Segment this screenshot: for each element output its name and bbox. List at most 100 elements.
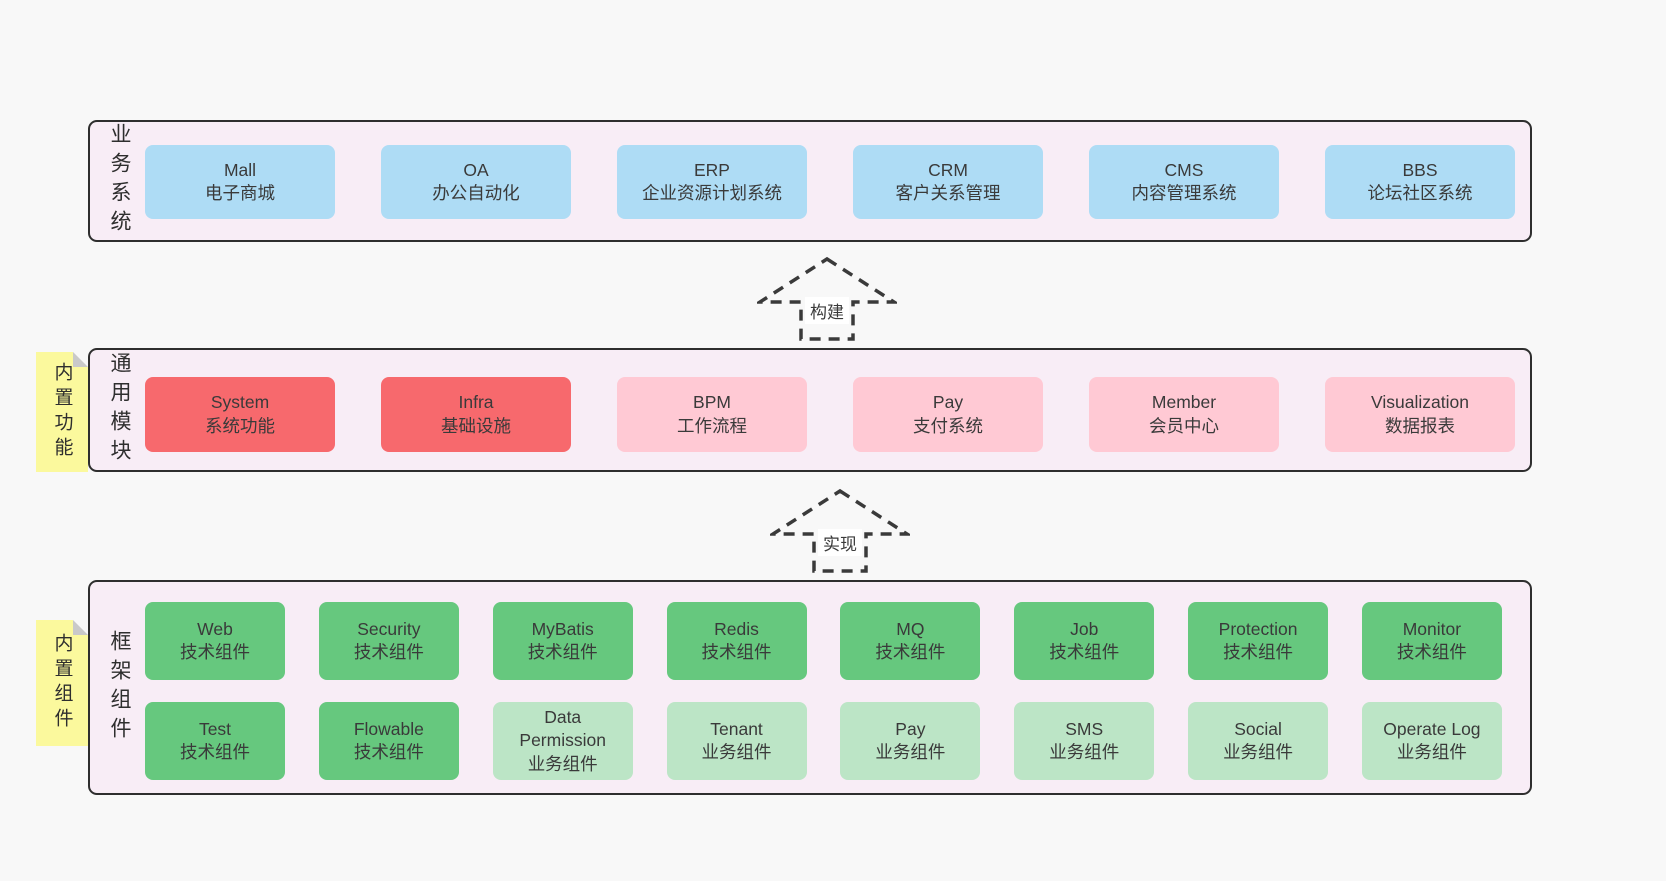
box-security: Security 技术组件 (318, 602, 459, 680)
sticky-note-label: 内置功能 (51, 362, 73, 462)
box-desc: 技术组件 (353, 742, 424, 762)
box-name: Pay (895, 718, 926, 739)
box-desc: 数据报表 (1385, 415, 1455, 436)
box-name: Protection (1218, 618, 1298, 639)
band-framework-label: 框架组件 (108, 629, 131, 746)
box-name: Redis (714, 618, 759, 639)
box-mq: MQ 技术组件 (840, 602, 981, 680)
box-desc: 业务组件 (701, 742, 772, 762)
box-sms: SMS 业务组件 (1014, 702, 1155, 780)
box-mybatis: MyBatis 技术组件 (492, 602, 633, 680)
up-arrow-icon (757, 256, 897, 341)
box-social: Social 业务组件 (1188, 702, 1329, 780)
box-name: OA (463, 159, 489, 180)
box-desc: 工作流程 (677, 415, 747, 436)
box-mall: Mall 电子商城 (145, 145, 335, 219)
box-name: BPM (693, 392, 731, 413)
box-erp: ERP 企业资源计划系统 (617, 145, 807, 219)
box-operate-log: Operate Log 业务组件 (1361, 702, 1502, 780)
box-name: Visualization (1371, 392, 1469, 413)
box-data-permission: Data Permission 业务组件 (492, 702, 633, 780)
box-web: Web 技术组件 (145, 602, 285, 680)
box-name: Flowable (353, 718, 424, 739)
box-system: System 系统功能 (145, 377, 335, 452)
box-name: Infra (458, 392, 494, 413)
box-desc: 业务组件 (527, 753, 598, 774)
up-arrow-implement: 实现 (770, 488, 910, 574)
box-desc: 技术组件 (180, 742, 250, 762)
box-desc: 基础设施 (441, 415, 511, 436)
box-name: Pay (932, 392, 964, 413)
sticky-note-builtin-features: 内置功能 (36, 352, 88, 472)
box-desc: 内容管理系统 (1131, 183, 1237, 203)
box-job: Job 技术组件 (1014, 602, 1155, 680)
framework-box-row-1: Web 技术组件 Security 技术组件 MyBatis 技术组件 Redi… (145, 602, 1502, 680)
framework-box-row-2: Test 技术组件 Flowable 技术组件 Data Permission … (145, 702, 1502, 780)
box-desc: 业务组件 (875, 742, 946, 762)
box-name: Test (198, 718, 232, 739)
band-business-systems: 业务系统 Mall 电子商城 OA 办公自动化 ERP 企业资源计划系统 CRM… (88, 120, 1532, 242)
box-bbs: BBS 论坛社区系统 (1325, 145, 1515, 219)
business-box-row: Mall 电子商城 OA 办公自动化 ERP 企业资源计划系统 CRM 客户关系… (145, 145, 1515, 219)
box-pay-module: Pay 支付系统 (853, 377, 1043, 452)
band-modules-label: 通用模块 (108, 352, 131, 468)
up-arrow-icon (770, 488, 910, 573)
box-oa: OA 办公自动化 (381, 145, 571, 219)
box-desc: 支付系统 (913, 415, 983, 436)
box-name: CMS (1164, 159, 1204, 180)
box-desc: 业务组件 (1396, 742, 1467, 762)
box-name: ERP (694, 159, 730, 180)
up-arrow-build: 构建 (757, 256, 897, 342)
box-infra: Infra 基础设施 (381, 377, 571, 452)
box-name: Social (1234, 718, 1282, 739)
box-desc: 企业资源计划系统 (642, 183, 782, 203)
box-desc: 技术组件 (701, 642, 772, 662)
box-desc: 电子商城 (205, 183, 275, 203)
box-cms: CMS 内容管理系统 (1089, 145, 1279, 219)
box-tenant: Tenant 业务组件 (666, 702, 807, 780)
box-desc: 业务组件 (1049, 742, 1120, 762)
box-bpm: BPM 工作流程 (617, 377, 807, 452)
box-pay-component: Pay 业务组件 (840, 702, 981, 780)
box-name: BBS (1402, 159, 1438, 180)
box-desc: 客户关系管理 (895, 183, 1001, 203)
box-name: MQ (896, 618, 925, 639)
box-name: Monitor (1402, 618, 1462, 639)
sticky-note-builtin-components: 内置组件 (36, 620, 88, 746)
box-name: Job (1070, 618, 1099, 639)
box-crm: CRM 客户关系管理 (853, 145, 1043, 219)
band-framework-components: 框架组件 Web 技术组件 Security 技术组件 MyBatis 技术组件… (88, 580, 1532, 795)
box-name: Data Permission (519, 707, 606, 751)
modules-box-row: System 系统功能 Infra 基础设施 BPM 工作流程 Pay 支付系统… (145, 377, 1515, 452)
arrow-implement-label: 实现 (818, 529, 862, 556)
box-desc: 技术组件 (1223, 642, 1294, 662)
box-name: Operate Log (1383, 718, 1481, 739)
arrow-build-label: 构建 (805, 297, 849, 324)
box-desc: 会员中心 (1149, 415, 1219, 436)
box-desc: 技术组件 (875, 642, 946, 662)
box-name: Mall (223, 159, 257, 180)
sticky-note-label: 内置组件 (51, 633, 73, 733)
box-test: Test 技术组件 (145, 702, 285, 780)
box-name: Web (197, 618, 233, 639)
box-desc: 论坛社区系统 (1367, 183, 1473, 203)
box-desc: 系统功能 (205, 415, 275, 436)
box-desc: 技术组件 (1396, 642, 1467, 662)
band-common-modules: 通用模块 System 系统功能 Infra 基础设施 BPM 工作流程 Pay… (88, 348, 1532, 472)
box-desc: 办公自动化 (432, 183, 520, 203)
box-name: Security (357, 618, 421, 639)
box-desc: 技术组件 (527, 642, 598, 662)
box-protection: Protection 技术组件 (1188, 602, 1329, 680)
box-name: MyBatis (531, 618, 594, 639)
box-desc: 技术组件 (353, 642, 424, 662)
box-monitor: Monitor 技术组件 (1361, 602, 1502, 680)
box-desc: 技术组件 (180, 642, 250, 662)
box-desc: 业务组件 (1223, 742, 1294, 762)
box-member: Member 会员中心 (1089, 377, 1279, 452)
band-business-label: 业务系统 (108, 123, 131, 239)
box-redis: Redis 技术组件 (666, 602, 807, 680)
box-visualization: Visualization 数据报表 (1325, 377, 1515, 452)
box-name: Member (1151, 392, 1217, 413)
box-name: Tenant (710, 718, 763, 739)
